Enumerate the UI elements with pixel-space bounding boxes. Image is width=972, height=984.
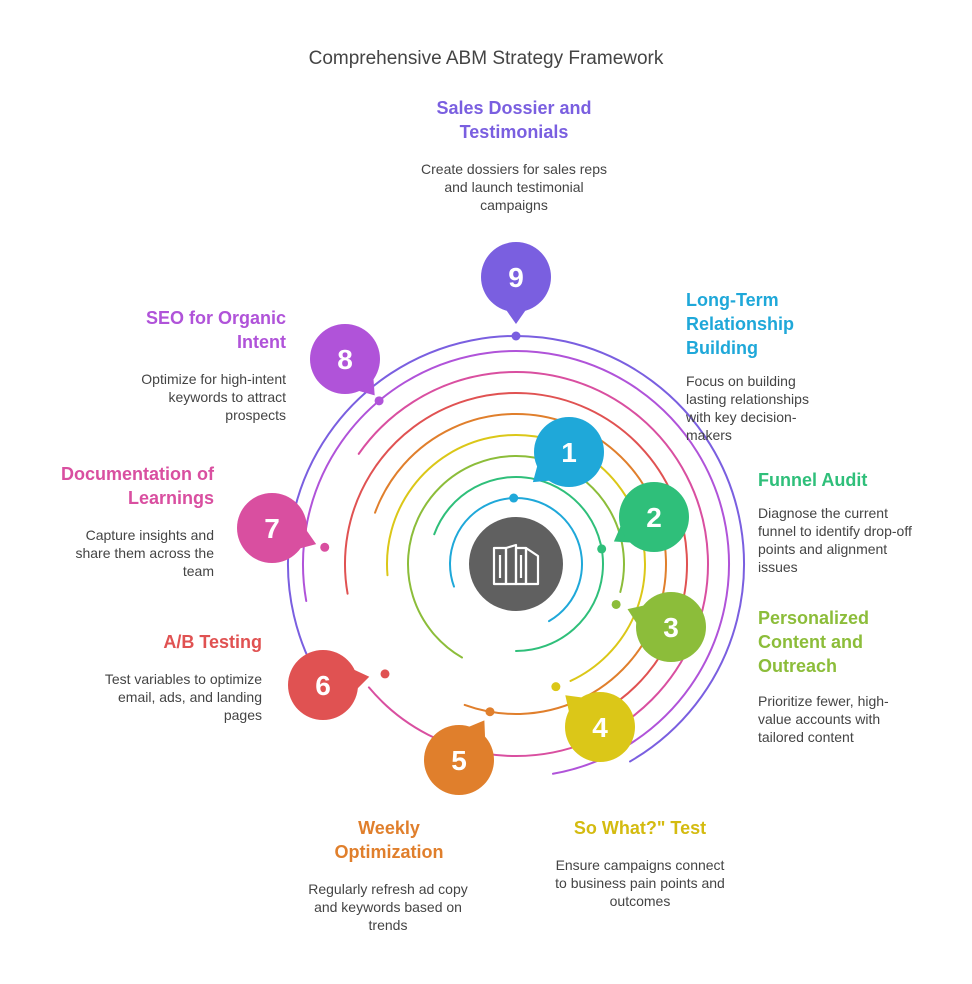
ring-marker-8: [374, 396, 384, 406]
ring-marker-4: [551, 682, 561, 692]
step-8-description: Optimize for high-intent keywords to att…: [141, 371, 286, 423]
ring-marker-6: [380, 669, 390, 679]
step-1-heading: Long-Term Relationship Building: [686, 290, 795, 358]
ring-7: [357, 371, 709, 757]
ring-2: [433, 476, 604, 652]
step-number-7: 7: [264, 513, 280, 544]
badges-group: 1 2 3 4 5 6 7 8 9: [237, 242, 706, 795]
step-1-description: Focus on building lasting relationships …: [686, 373, 809, 443]
page-title: Comprehensive ABM Strategy Framework: [308, 48, 664, 69]
ring-marker-1: [509, 493, 519, 503]
step-badge-7: [237, 493, 307, 563]
step-badge-4: [565, 692, 635, 762]
ring-marker-3: [611, 599, 621, 609]
step-4-description: Ensure campaigns connect to business pai…: [555, 857, 725, 909]
book-pages-icon: [492, 543, 540, 586]
step-2-heading: Funnel Audit: [758, 470, 868, 490]
step-9-description: Create dossiers for sales reps and launc…: [421, 161, 607, 213]
step-5-description: Regularly refresh ad copy and keywords b…: [308, 881, 468, 933]
step-badge-8: [310, 324, 380, 394]
step-badge-1: [534, 417, 604, 487]
step-6-description: Test variables to optimize email, ads, a…: [104, 671, 262, 723]
ring-marker-7: [320, 542, 330, 552]
step-badge-5: [424, 725, 494, 795]
step-5-heading: Weekly Optimization: [334, 818, 444, 862]
ring-3: [407, 455, 625, 659]
step-7-heading: Documentation of Learnings: [61, 464, 214, 508]
step-2-description: Diagnose the current funnel to identify …: [758, 505, 912, 575]
step-badge-2: [619, 482, 689, 552]
ring-marker-5: [485, 707, 495, 717]
step-3-heading: Personalized Content and Outreach: [758, 608, 870, 676]
step-number-5: 5: [451, 745, 467, 776]
step-number-1: 1: [561, 437, 577, 468]
step-number-9: 9: [508, 262, 524, 293]
step-9-heading: Sales Dossier and Testimonials: [436, 98, 592, 142]
step-badge-6: [288, 650, 358, 720]
center-hub: [469, 517, 563, 611]
step-7-description: Capture insights and share them across t…: [75, 527, 214, 579]
step-3-description: Prioritize fewer, high-value accounts wi…: [758, 693, 889, 745]
step-number-4: 4: [592, 712, 608, 743]
ring-1: [449, 497, 583, 623]
step-4-heading: So What?" Test: [573, 818, 707, 838]
step-number-6: 6: [315, 670, 331, 701]
ring-marker-9: [511, 331, 521, 341]
step-badge-9: [481, 242, 551, 312]
step-number-8: 8: [337, 344, 353, 375]
step-8-heading: SEO for Organic Intent: [145, 308, 286, 352]
step-6-heading: A/B Testing: [163, 632, 262, 652]
ring-8: [302, 350, 730, 775]
step-number-3: 3: [663, 612, 679, 643]
step-number-2: 2: [646, 502, 662, 533]
ring-marker-2: [597, 544, 607, 554]
step-badge-3: [636, 592, 706, 662]
